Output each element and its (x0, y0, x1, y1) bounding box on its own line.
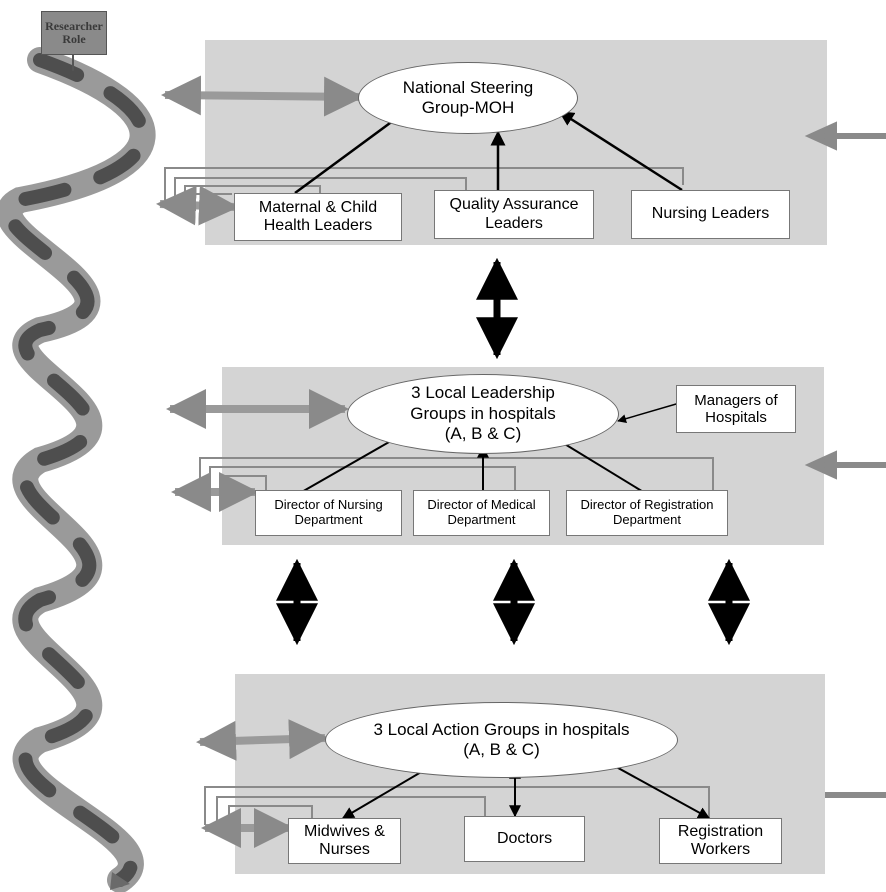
midwives-nurses-box: Midwives & Nurses (288, 818, 401, 864)
managers-to-leadership-arrow (617, 401, 684, 424)
nursing-to-national-arrow (558, 110, 683, 192)
director-medical-department-box: Director of Medical Department (413, 490, 550, 536)
spiral-to-action-arrow (196, 719, 329, 761)
researcher-role-box: Researcher Role (41, 11, 107, 55)
local-action-groups-oval: 3 Local Action Groups in hospitals (A, B… (325, 702, 678, 778)
director-registration-department-box: Director of Registration Department (566, 490, 728, 536)
registration-workers-box: Registration Workers (659, 818, 782, 864)
spiral-helix (0, 39, 156, 892)
quality-assurance-leaders-box: Quality Assurance Leaders (434, 190, 594, 239)
managers-of-hospitals-box: Managers of Hospitals (676, 385, 796, 433)
director-nursing-department-box: Director of Nursing Department (255, 490, 402, 536)
nursing-leaders-box: Nursing Leaders (631, 190, 790, 239)
spiral-to-national-arrow (161, 75, 364, 117)
maternal-child-health-leaders-box: Maternal & Child Health Leaders (234, 193, 402, 241)
doctors-box: Doctors (464, 816, 585, 862)
local-leadership-groups-oval: 3 Local Leadership Groups in hospitals (… (347, 374, 619, 454)
mch-to-national-arrow (294, 110, 407, 195)
national-steering-group-oval: National Steering Group-MOH (358, 62, 578, 134)
spiral-to-national-members-arrow (156, 185, 239, 226)
